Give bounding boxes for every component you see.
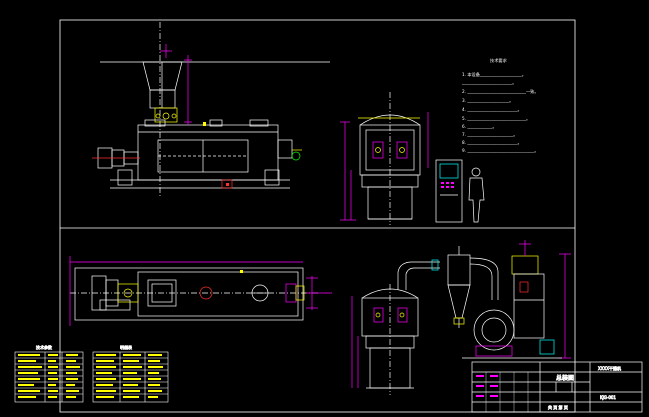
drawing-name: 总装图	[556, 374, 574, 382]
notes-line-3: 2. ____________________________一致。	[462, 88, 539, 95]
notes-line-6: 5. ____________________________。	[462, 116, 530, 121]
notes-heading: 技术要求	[490, 57, 508, 64]
fan-and-stack[interactable]	[462, 240, 571, 359]
parameter-table-left: 技术参数	[14, 344, 84, 403]
notes-line-4: 3. ____________________。	[462, 98, 513, 103]
project-name: XXXX干燥机	[598, 365, 621, 371]
technical-notes: 技术要求 1. 本设备____________________。 _______…	[461, 57, 539, 153]
notes-line-9: 8. ________________________。	[462, 140, 522, 145]
dryer-side-elevation[interactable]	[92, 22, 330, 196]
table-left-header: 技术参数	[36, 344, 52, 350]
separator-elevation[interactable]	[340, 92, 429, 225]
operator-figure	[468, 167, 485, 223]
dryer-plan-view[interactable]	[60, 227, 575, 326]
notes-line-7: 6. ____________。	[462, 124, 497, 129]
notes-line-5: 4. ________________________。	[462, 107, 522, 112]
title-block: 总装图 XXXX干燥机 KJG-001 共 页 第 页	[471, 361, 643, 413]
notes-line-1: 1. 本设备____________________。	[462, 71, 526, 78]
control-cabinet[interactable]	[435, 159, 463, 223]
parameter-table-right: 明细表	[92, 344, 169, 403]
drawing-number: KJG-001	[600, 395, 616, 400]
sheet-label: 共 页 第 页	[548, 404, 568, 410]
notes-line-2: ________________________。	[461, 80, 516, 85]
drawing-border	[59, 19, 576, 413]
notes-line-8: 7. ______________________。	[462, 132, 518, 137]
notes-line-10: 9. ________________________________。	[462, 148, 539, 153]
duct-and-cyclone[interactable]	[397, 246, 499, 328]
table-right-header: 明细表	[120, 344, 132, 350]
separator-side-view[interactable]	[351, 284, 419, 395]
